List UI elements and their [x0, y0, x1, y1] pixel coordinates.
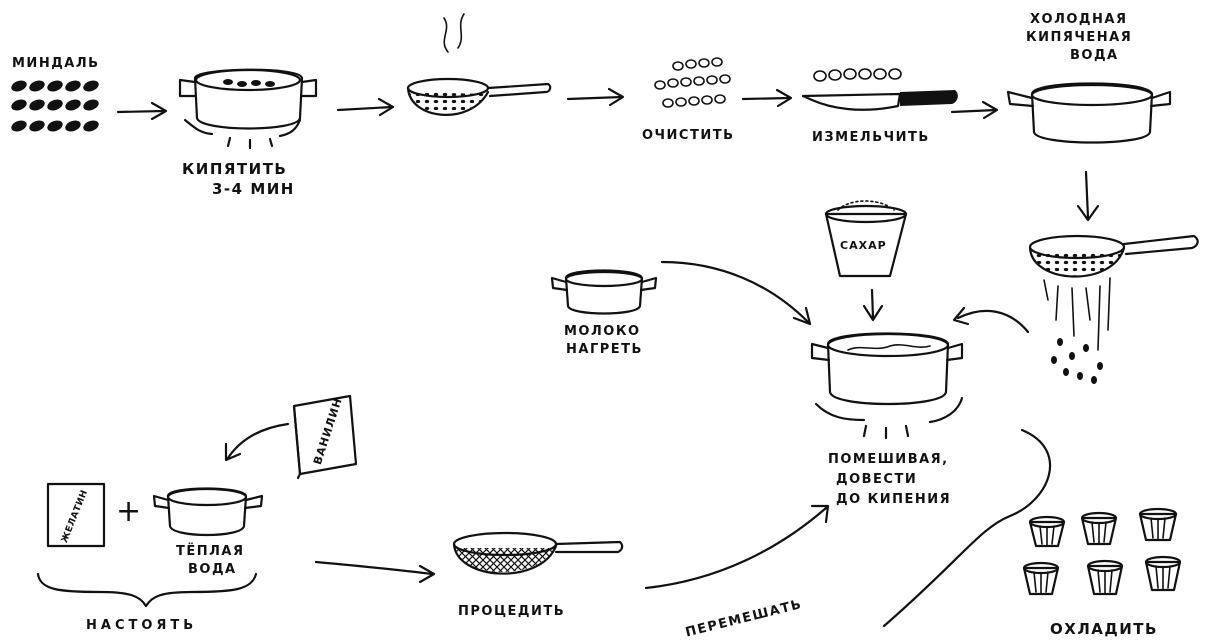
main-pot-icon: [810, 332, 964, 440]
dripping-strainer-icon: [1028, 234, 1199, 384]
label-almonds: МИНДАЛЬ: [12, 56, 100, 71]
arrow-chop-to-cold-water: [950, 100, 999, 120]
label-warm-water-line2: ВОДА: [188, 562, 237, 577]
label-boil-line1: КИПЯТИТЬ: [182, 160, 288, 178]
peeled-almonds-icon: [654, 57, 731, 108]
arrow-milk-to-main-pot: [660, 260, 812, 326]
arrow-strain-to-main-pot: [644, 504, 830, 590]
boiling-pot-icon: [178, 68, 318, 150]
gelatin-packet-icon: [46, 482, 106, 548]
arrow-almonds-to-boil: [116, 101, 168, 121]
label-stir-line1: ПОМЕШИВАЯ,: [828, 452, 949, 467]
arrow-colander-to-peel: [566, 87, 625, 107]
arrow-strainer-to-main-pot: [952, 306, 1030, 334]
almonds-icon: [11, 80, 99, 132]
cold-water-pot-icon: [1006, 82, 1172, 144]
knife-icon: [801, 68, 958, 111]
label-plus: +: [116, 494, 142, 529]
colander-icon: [406, 13, 552, 116]
warm-water-pot-icon: [152, 487, 264, 537]
label-cold-water-line1: ХОЛОДНАЯ: [1030, 12, 1128, 27]
milk-pot-icon: [550, 269, 658, 315]
label-milk-line1: МОЛОКО: [564, 324, 641, 339]
divider-curve: [882, 428, 1052, 628]
sieve-icon: [452, 531, 624, 575]
label-warm-water-line1: ТЁПЛАЯ: [176, 544, 245, 559]
arrow-vanillin-to-infuse: [224, 422, 290, 462]
label-boil-line2: 3-4 МИН: [212, 180, 295, 198]
label-stir-line3: ДО КИПЕНИЯ: [836, 492, 952, 507]
label-cold-water-line2: КИПЯЧЕНАЯ: [1026, 30, 1133, 45]
label-cold-water-line3: ВОДА: [1070, 48, 1119, 63]
infuse-brace: [36, 572, 258, 608]
arrow-peel-to-chop: [741, 88, 793, 108]
arrow-sugar-to-main-pot: [862, 288, 884, 322]
label-stir-line2: ДОВЕСТИ: [836, 472, 918, 487]
vanillin-packet-icon: [292, 394, 358, 480]
label-chop: ИЗМЕЛЬЧИТЬ: [812, 130, 930, 145]
label-milk-line2: НАГРЕТЬ: [566, 342, 643, 357]
sugar-cup-icon: [824, 200, 908, 278]
label-strain: ПРОЦЕДИТЬ: [458, 604, 566, 619]
label-cool: ОХЛАДИТЬ: [1050, 620, 1158, 638]
label-infuse: НАСТОЯТЬ: [86, 618, 198, 633]
arrow-cold-water-to-strainer: [1076, 170, 1100, 222]
label-peel: ОЧИСТИТЬ: [642, 128, 735, 143]
label-sugar: САХАР: [840, 239, 887, 252]
arrow-infuse-to-strain: [314, 560, 436, 584]
dessert-cups-icon: [1022, 507, 1182, 596]
arrow-boil-to-colander: [336, 97, 395, 117]
